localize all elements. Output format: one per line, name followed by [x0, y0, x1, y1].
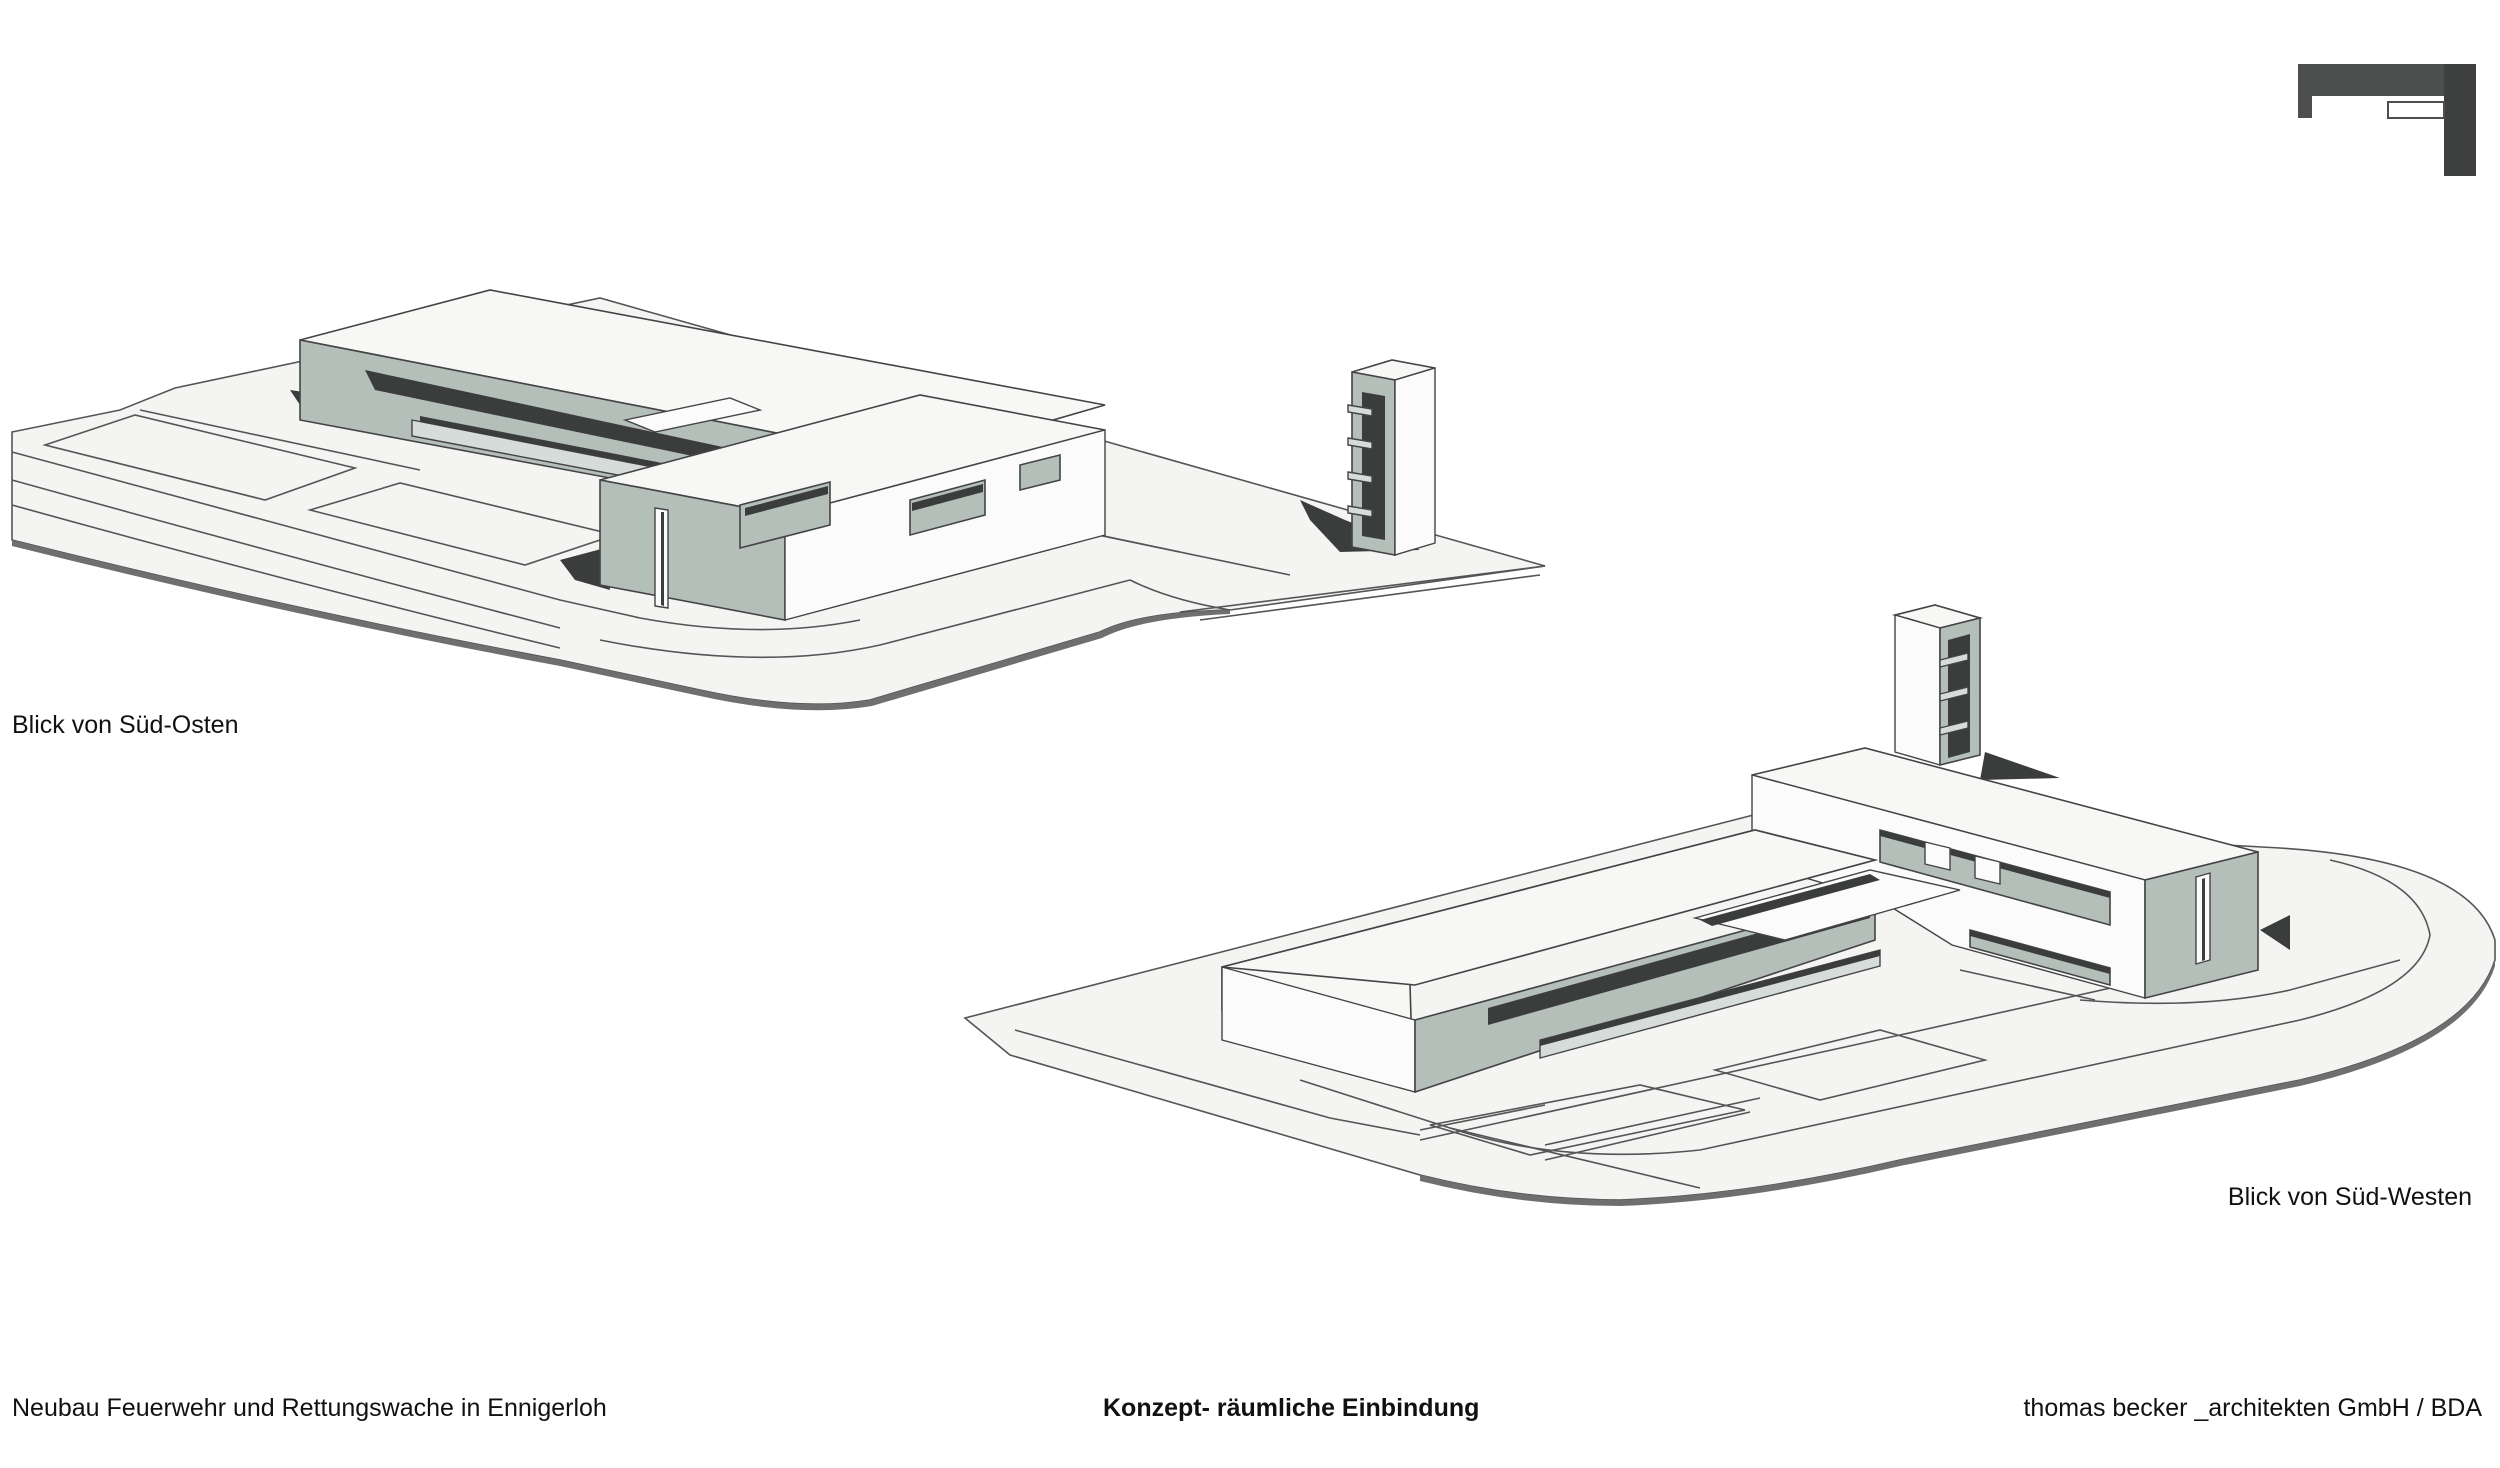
parking-area-sw-1 [1711, 1029, 1989, 1101]
drill-tower-front-sw [1894, 614, 1941, 766]
footer-project-title: Neubau Feuerwehr und Rettungswache in En… [12, 1394, 607, 1422]
parking-area-se-1 [42, 414, 358, 501]
view-southwest-drawing [963, 604, 2496, 1206]
caption-view-southwest: Blick von Süd-Westen [2227, 1183, 2472, 1211]
caption-view-southeast: Blick von Süd-Osten [12, 711, 239, 739]
footer-sheet-title: Konzept- räumliche Einbindung [1103, 1394, 1480, 1422]
parking-area-sw-2 [1429, 1084, 1746, 1156]
site-edge-se [12, 540, 1230, 711]
office-logo-icon [2298, 64, 2476, 176]
footer-office-name: thomas becker _architekten GmbH / BDA [2023, 1394, 2482, 1422]
view-southeast-drawing [11, 289, 1546, 711]
drill-tower-side-se [1394, 367, 1436, 556]
